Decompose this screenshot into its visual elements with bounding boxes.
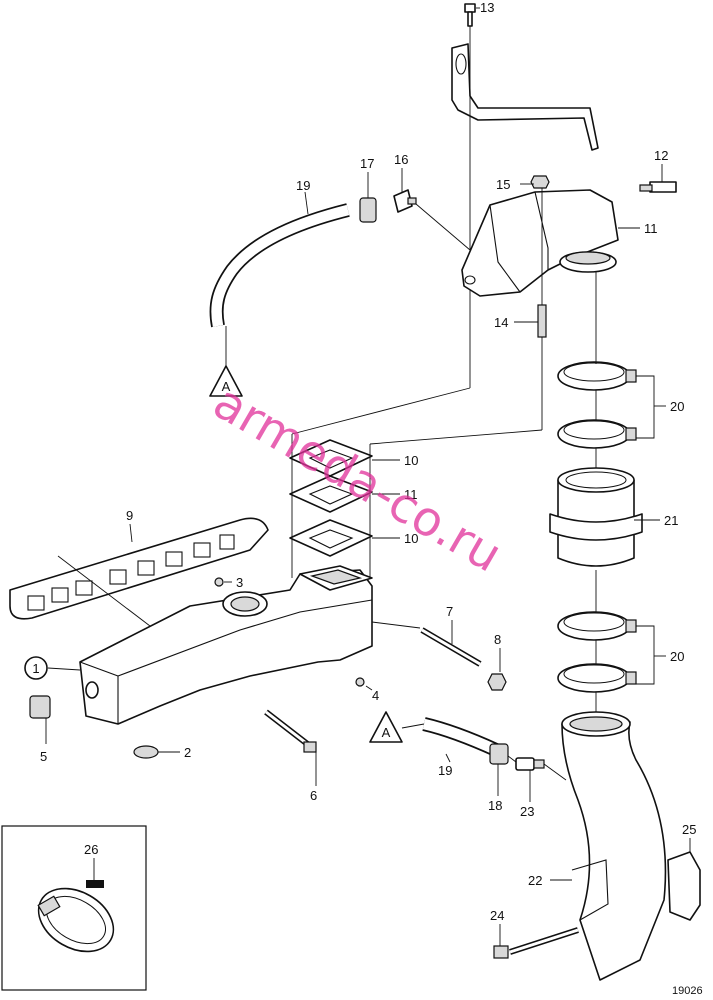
clamp-20-a [557,361,637,391]
exhaust-pipe-22 [561,711,667,981]
fitting-18-top [359,197,377,223]
callout-1: 1 [32,661,39,676]
connector-a-bottom: A [369,711,425,743]
callout-20-top: 20 [670,399,684,414]
fitting-18-bottom [489,743,509,765]
bolt-6 [264,709,317,753]
callout-24: 24 [490,908,504,923]
callout-20-bottom: 20 [670,649,684,664]
callout-13: 12 [654,148,668,163]
fitting-23 [515,757,545,771]
connector-a-top: A [209,365,243,397]
exhaust-elbow-12 [461,189,619,297]
callout-18-bottom: 18 [488,798,502,813]
inset-frame [1,825,147,991]
callout-10-bottom: 10 [404,531,418,546]
nut-8 [487,673,507,691]
nut-16 [530,175,550,189]
bellows-21 [549,467,643,567]
gasket-11 [289,475,373,513]
callout-17: 16 [394,152,408,167]
bolt-14 [464,3,476,27]
fitting-5 [29,695,51,719]
support-bracket [451,43,599,151]
callout-4: 4 [372,688,379,703]
clamp-20-c [557,611,637,641]
bolt-24 [493,927,579,959]
callout-6: 6 [310,788,317,803]
stud-15 [537,304,547,338]
callout-1-circle [24,656,48,680]
callout-26: 26 [84,842,98,857]
callout-12: 11 [644,221,658,236]
exhaust-manifold-1 [79,565,373,725]
callout-2: 2 [184,745,191,760]
callout-22: 22 [528,873,542,888]
callout-25: 25 [682,822,696,837]
figure-number: 19026 [672,985,703,997]
callout-23: 23 [520,804,534,819]
watermark: armeda-co.ru [204,374,511,584]
callout-5: 5 [40,749,47,764]
gasket-10-bottom [289,519,373,557]
callout-16: 15 [496,177,510,192]
clamp-20-b [557,419,637,449]
callout-8: 8 [494,632,501,647]
hose-19-top [209,203,350,328]
sensor-13 [639,181,677,193]
connector-a-bottom-label: A [382,725,391,740]
callout-7: 7 [446,604,453,619]
callout-19-top: 19 [296,178,310,193]
nut-3 [214,577,224,587]
callout-3: 3 [236,575,243,590]
fitting-17 [393,189,417,213]
stud-7 [420,627,482,667]
callout-14: 13 [480,0,494,15]
callout-11: 11 [404,487,418,502]
callout-10-top: 10 [404,453,418,468]
gasket-25 [667,851,701,921]
plug-2 [133,745,159,759]
callout-9: 9 [126,508,133,523]
manifold-gasket-9 [9,517,269,620]
callout-19-bottom: 19 [438,763,452,778]
callout-15: 14 [494,315,508,330]
hose-clamp-26 [37,880,115,953]
gasket-10-top [289,439,373,477]
clamp-20-d [557,663,637,693]
nut-4 [355,677,365,687]
connector-a-top-label: A [222,379,231,394]
hose-19-bottom [422,717,499,757]
callout-21: 21 [664,513,678,528]
callout-18-top: 17 [360,156,374,171]
